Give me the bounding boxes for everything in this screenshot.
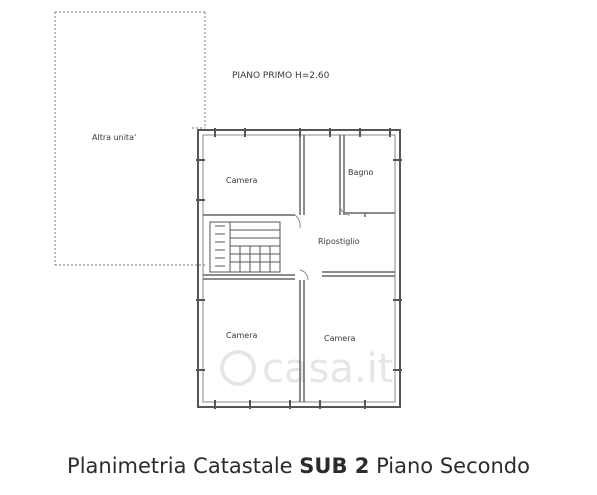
room-label-bedroom-top-left: Camera <box>226 176 257 185</box>
interior-walls <box>203 135 395 402</box>
door-swings <box>294 204 351 281</box>
other-unit-outline <box>54 11 206 266</box>
watermark-house-icon <box>220 350 256 386</box>
room-label-storage: Ripostiglio <box>318 237 360 246</box>
watermark-text: casa.it <box>262 346 393 392</box>
watermark: casa.it <box>220 346 393 392</box>
staircase <box>209 221 281 273</box>
caption-bold: SUB 2 <box>299 454 370 478</box>
caption-prefix: Planimetria Catastale <box>67 454 293 478</box>
plan-caption: Planimetria Catastale SUB 2 Piano Second… <box>0 454 597 478</box>
room-label-bedroom-bottom-left: Camera <box>226 331 257 340</box>
window-marks <box>196 128 402 409</box>
floor-label: PIANO PRIMO H=2.60 <box>232 71 330 81</box>
floor-plan: casa.it <box>54 11 402 409</box>
room-label-bathroom: Bagno <box>348 168 374 177</box>
caption-suffix: Piano Secondo <box>376 454 530 478</box>
room-label-bedroom-bottom-right: Camera <box>324 334 355 343</box>
room-label-other-unit: Altra unita' <box>92 133 136 142</box>
